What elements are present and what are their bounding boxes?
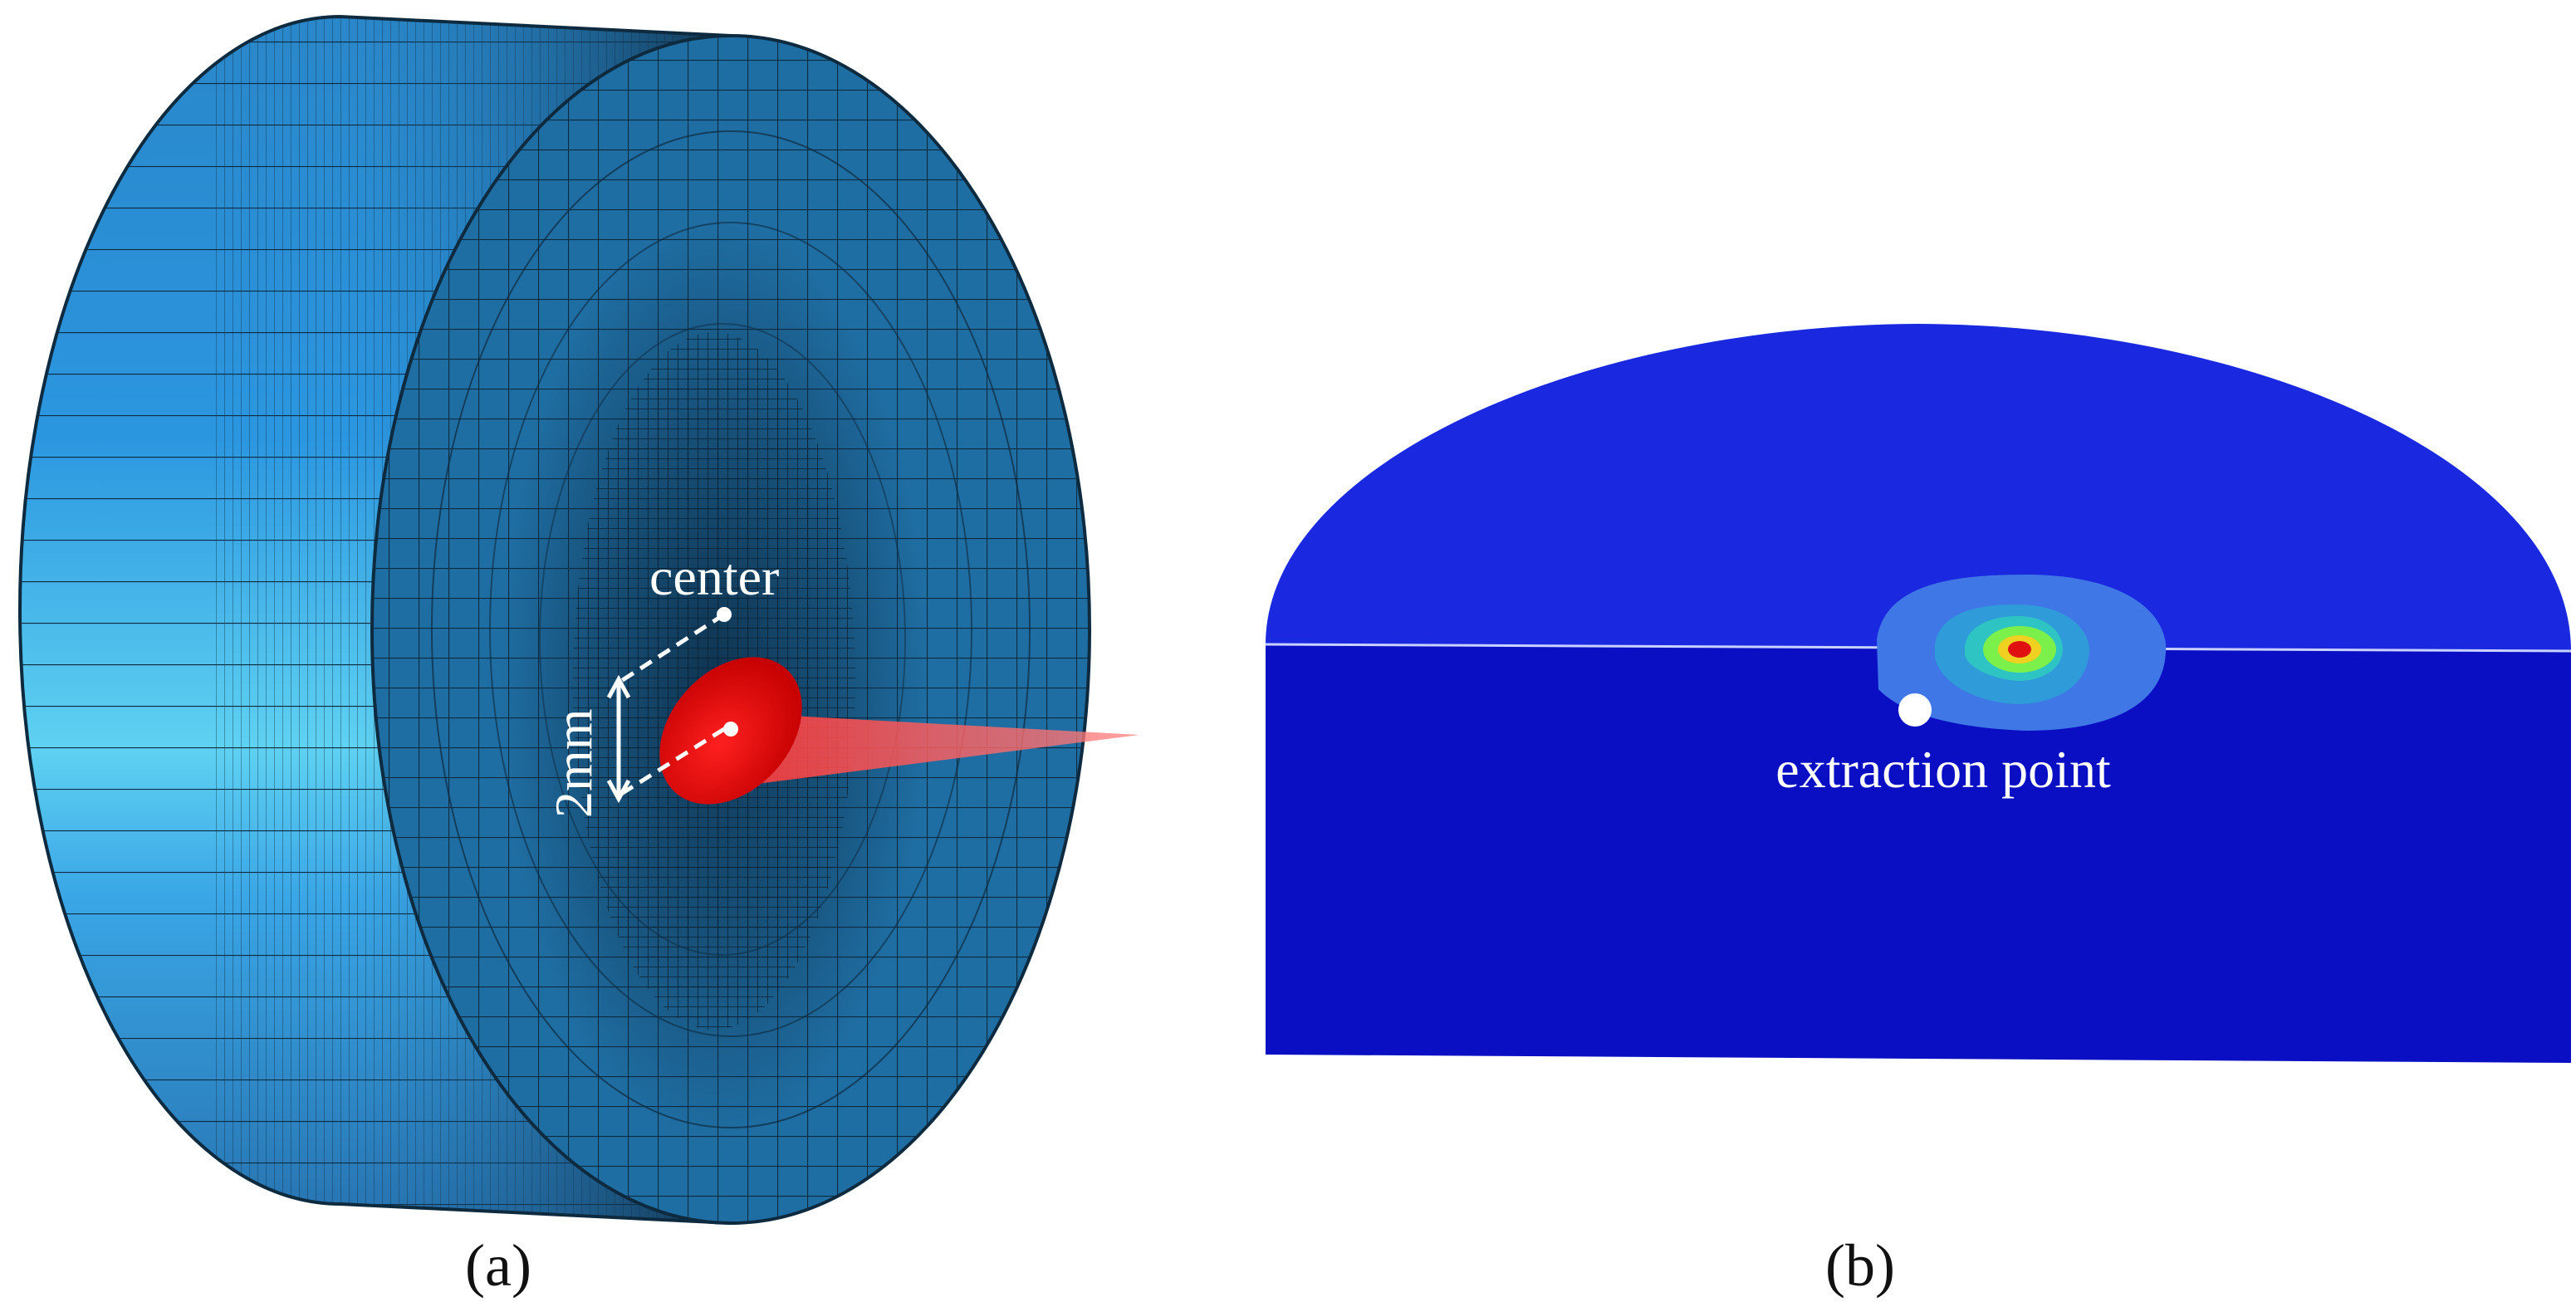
dimension-label: 2mm xyxy=(544,708,603,818)
heat-contour xyxy=(1877,575,2167,731)
face-outline xyxy=(370,34,1091,1225)
cylinder-outline xyxy=(18,15,732,1225)
spot-center-point xyxy=(723,722,738,737)
caption-b: (b) xyxy=(1825,1232,1895,1299)
lower-region xyxy=(1266,644,2571,1063)
extraction-point-marker xyxy=(1898,693,1932,727)
dimension-annotation xyxy=(606,612,726,804)
panel-a: center 2mm (a) xyxy=(18,15,1139,1299)
caption-a: (a) xyxy=(465,1232,531,1299)
center-label: center xyxy=(649,547,779,606)
laser-beam xyxy=(731,712,1139,787)
cylinder-face xyxy=(372,36,1090,1223)
upper-region xyxy=(1266,324,2571,651)
extraction-point-label: extraction point xyxy=(1775,740,2111,799)
panel-b: extraction point (b) xyxy=(1265,324,2572,1299)
center-point xyxy=(717,607,732,622)
